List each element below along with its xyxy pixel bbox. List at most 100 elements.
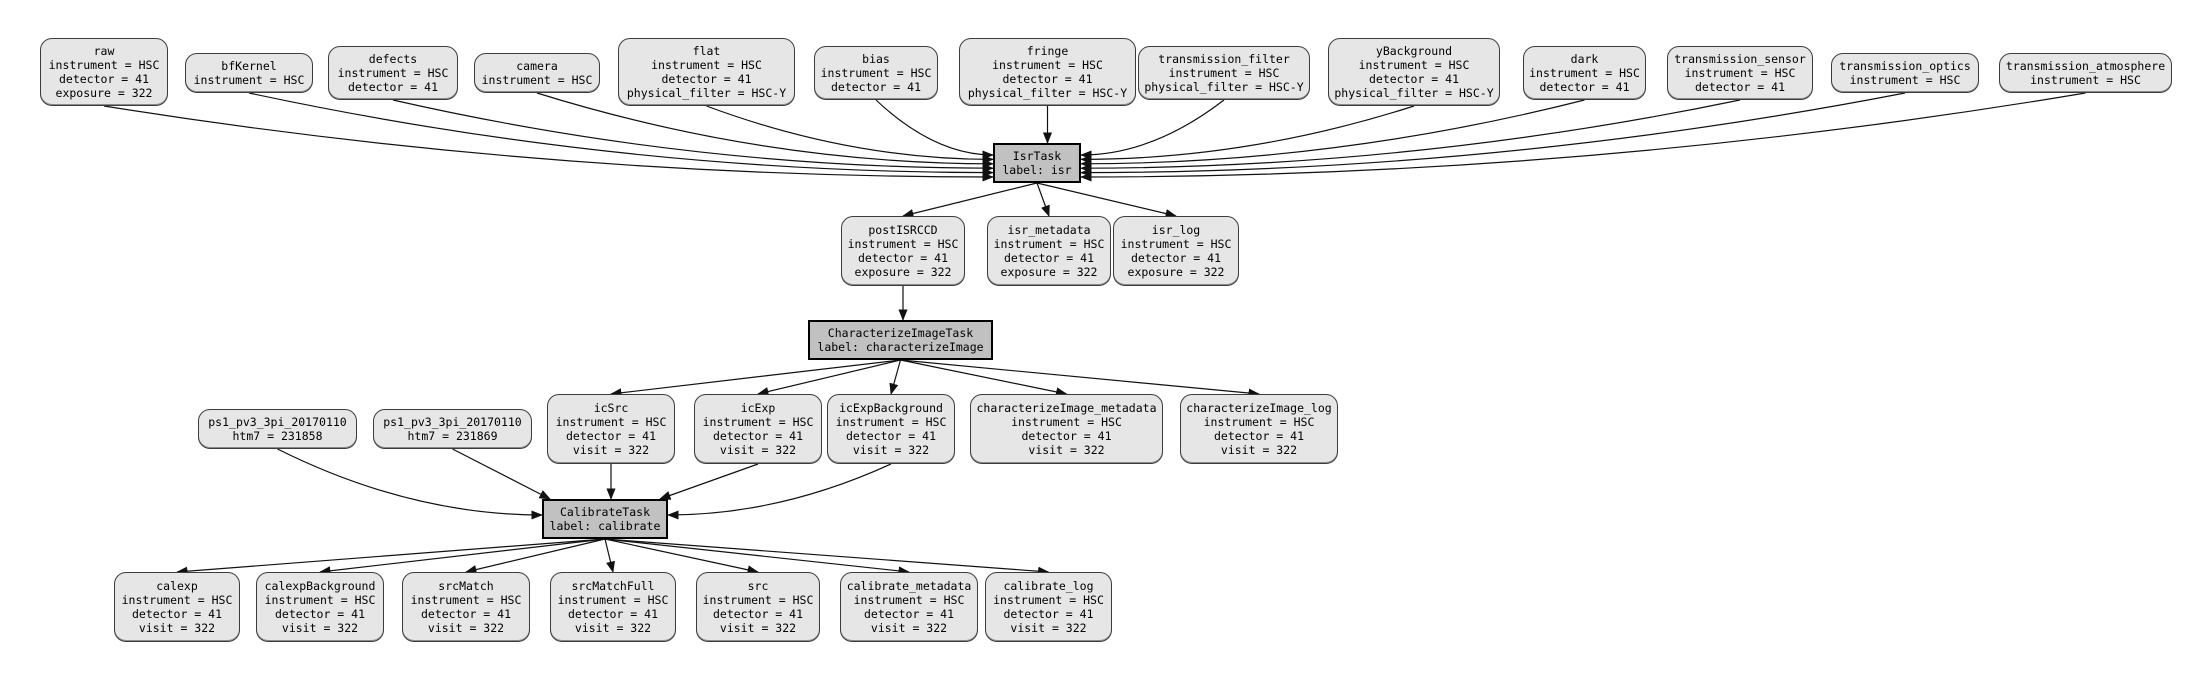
node-dimension: detector = 41 xyxy=(863,607,954,621)
edge-CalibrateTask-to-src xyxy=(604,538,759,575)
edge-CalibrateTask-to-srcMatchFull xyxy=(604,538,615,573)
node-title: IsrTask xyxy=(1012,149,1062,163)
node-title: dark xyxy=(1570,52,1599,66)
node-title: defects xyxy=(368,52,418,66)
node-dimension: instrument = HSC xyxy=(1168,66,1280,80)
node-dimension: instrument = HSC xyxy=(410,593,522,607)
node-title: srcMatchFull xyxy=(571,579,655,593)
node-title: postISRCCD xyxy=(868,223,938,237)
edge-dark-to-IsrTask xyxy=(1080,99,1585,169)
edge-ps1_a-to-CalibrateTask xyxy=(277,448,543,520)
edge-defects-to-IsrTask xyxy=(392,99,994,173)
node-title: flat xyxy=(692,44,721,58)
node-dimension: instrument = HSC xyxy=(2030,73,2141,87)
edge-icExpBackground-to-CalibrateTask xyxy=(667,463,892,520)
edge-transmission_atmosphere-to-IsrTask xyxy=(1080,92,2086,182)
node-dimension: visit = 322 xyxy=(852,443,930,457)
node-title: bias xyxy=(862,52,890,66)
edge-CalibrateTask-to-calexpBackground xyxy=(319,538,606,576)
edge-raw-to-IsrTask xyxy=(103,105,994,182)
edge-CharacterizeImageTask-to-characterizeImage_log xyxy=(900,359,1260,398)
node-title: icSrc xyxy=(593,401,629,415)
node-title: transmission_filter xyxy=(1158,52,1290,66)
node-title: srcMatch xyxy=(438,579,494,593)
node-dimension: instrument = HSC xyxy=(48,58,160,72)
node-dimension: label: isr xyxy=(1002,163,1072,177)
node-title: CharacterizeImageTask xyxy=(827,326,974,340)
node-dimension: detector = 41 xyxy=(661,72,752,86)
edge-camera-to-IsrTask xyxy=(536,92,994,169)
node-dimension: instrument = HSC xyxy=(121,593,233,607)
node-dimension: visit = 322 xyxy=(1028,443,1105,457)
node-dimension: detector = 41 xyxy=(1694,80,1785,94)
node-dimension: instrument = HSC xyxy=(702,415,814,429)
node-dimension: detector = 41 xyxy=(1368,72,1459,86)
node-title: icExpBackground xyxy=(839,401,943,415)
node-dimension: instrument = HSC xyxy=(1011,415,1122,429)
node-dimension: label: characterizeImage xyxy=(817,340,984,354)
node-dimension: visit = 322 xyxy=(1010,621,1087,635)
node-dimension: instrument = HSC xyxy=(992,58,1103,72)
node-dimension: instrument = HSC xyxy=(1529,66,1640,80)
edge-CalibrateTask-to-calibrate_metadata xyxy=(604,538,910,576)
node-title: isr_log xyxy=(1151,223,1201,237)
node-dimension: detector = 41 xyxy=(567,607,658,621)
edge-bias-to-IsrTask xyxy=(875,99,994,160)
node-dimension: visit = 322 xyxy=(1220,443,1298,457)
edge-IsrTask-to-postISRCCD xyxy=(902,182,1038,218)
node-dimension: detector = 41 xyxy=(1539,80,1630,94)
node-title: calibrate_log xyxy=(1003,579,1094,593)
node-dimension: visit = 322 xyxy=(572,443,650,457)
node-dimension: detector = 41 xyxy=(712,429,803,443)
edge-yBackground-to-IsrTask xyxy=(1080,105,1415,164)
node-dimension: instrument = HSC xyxy=(993,593,1104,607)
node-title: bfKernel xyxy=(221,59,277,73)
node-title: CalibrateTask xyxy=(559,505,650,519)
node-dimension: instrument = HSC xyxy=(820,66,932,80)
node-title: src xyxy=(747,579,769,593)
node-dimension: detector = 41 xyxy=(420,607,511,621)
edge-icExp-to-CalibrateTask xyxy=(659,463,759,500)
edge-transmission_filter-to-IsrTask xyxy=(1080,99,1225,160)
node-dimension: visit = 322 xyxy=(574,621,652,635)
node-dimension: instrument = HSC xyxy=(481,73,593,87)
node-dimension: detector = 41 xyxy=(1003,251,1094,265)
edge-CharacterizeImageTask-to-icExp xyxy=(757,359,901,397)
node-title: characterizeImage_metadata xyxy=(976,401,1157,415)
node-dimension: instrument = HSC xyxy=(1849,73,1961,87)
edge-CalibrateTask-to-srcMatch xyxy=(465,538,606,575)
node-dimension: exposure = 322 xyxy=(55,86,153,100)
node-dimension: exposure = 322 xyxy=(1000,265,1098,279)
node-dimension: physical_filter = HSC-Y xyxy=(1334,86,1494,100)
node-dimension: detector = 41 xyxy=(830,80,921,94)
node-dimension: detector = 41 xyxy=(1213,429,1304,443)
node-dimension: detector = 41 xyxy=(58,72,149,86)
node-dimension: detector = 41 xyxy=(1130,251,1221,265)
node-dimension: visit = 322 xyxy=(281,621,359,635)
node-dimension: detector = 41 xyxy=(1003,607,1094,621)
node-dimension: instrument = HSC xyxy=(993,237,1105,251)
node-dimension: instrument = HSC xyxy=(835,415,947,429)
node-dimension: exposure = 322 xyxy=(854,265,952,279)
node-title: transmission_optics xyxy=(1839,59,1971,73)
node-dimension: exposure = 322 xyxy=(1127,265,1225,279)
